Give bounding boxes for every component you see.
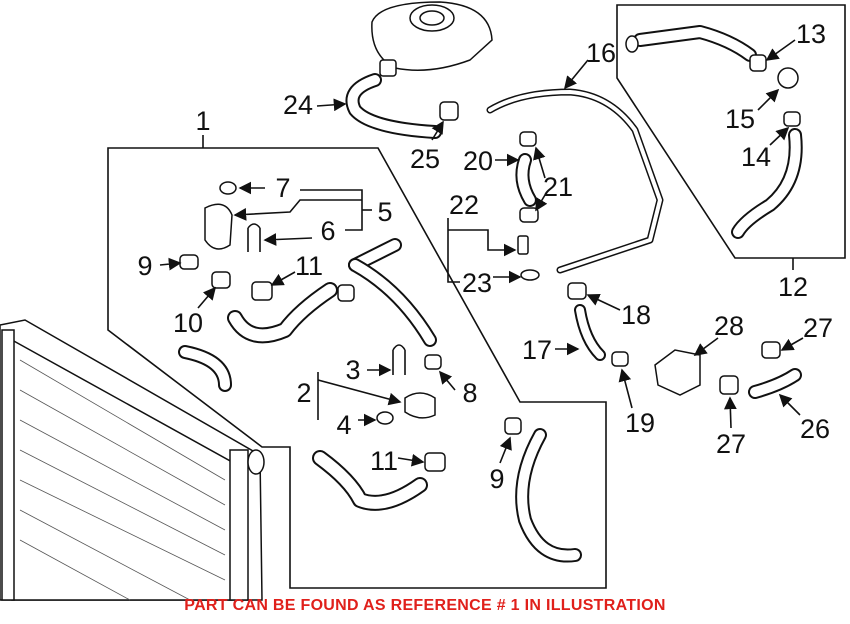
callout-21: 21 bbox=[543, 172, 573, 202]
callout-26: 26 bbox=[800, 414, 830, 444]
callout-27a: 27 bbox=[803, 313, 833, 343]
radiator bbox=[0, 319, 265, 601]
callout-23: 23 bbox=[462, 268, 492, 298]
reference-caption: PART CAN BE FOUND AS REFERENCE # 1 IN IL… bbox=[184, 597, 666, 614]
callout-19: 19 bbox=[625, 408, 655, 438]
callout-9b: 9 bbox=[489, 464, 504, 494]
callout-22: 22 bbox=[449, 190, 479, 220]
callout-11b: 11 bbox=[370, 446, 398, 476]
callout-16: 16 bbox=[586, 38, 616, 68]
callout-4: 4 bbox=[336, 410, 351, 440]
group-1-outline bbox=[107, 147, 607, 589]
callout-17: 17 bbox=[522, 335, 552, 365]
callout-18: 18 bbox=[621, 300, 651, 330]
callout-3: 3 bbox=[345, 355, 360, 385]
group-12-outline bbox=[616, 4, 846, 259]
callout-2: 2 bbox=[296, 378, 311, 408]
callout-25: 25 bbox=[410, 144, 440, 174]
hoses bbox=[178, 25, 803, 563]
callout-10: 10 bbox=[173, 308, 203, 338]
callout-12: 12 bbox=[778, 272, 808, 302]
coolant-reservoir bbox=[371, 1, 493, 77]
callout-15: 15 bbox=[725, 104, 755, 134]
callout-labels: 1 2 3 4 5 6 7 8 9 9 10 11 11 12 13 14 15… bbox=[137, 19, 833, 494]
callout-5: 5 bbox=[377, 197, 392, 227]
callout-1: 1 bbox=[195, 106, 210, 136]
callout-20: 20 bbox=[463, 146, 493, 176]
callout-6: 6 bbox=[320, 216, 335, 246]
callout-28: 28 bbox=[714, 311, 744, 341]
callout-27b: 27 bbox=[716, 429, 746, 459]
callout-13: 13 bbox=[796, 19, 826, 49]
callout-7: 7 bbox=[275, 173, 290, 203]
callout-24: 24 bbox=[283, 90, 313, 120]
callout-11a: 11 bbox=[295, 251, 323, 281]
callout-8: 8 bbox=[462, 378, 477, 408]
callout-14: 14 bbox=[741, 142, 771, 172]
callout-9a: 9 bbox=[137, 251, 152, 281]
leader-lines bbox=[159, 39, 804, 467]
fittings-clamps bbox=[179, 35, 801, 472]
